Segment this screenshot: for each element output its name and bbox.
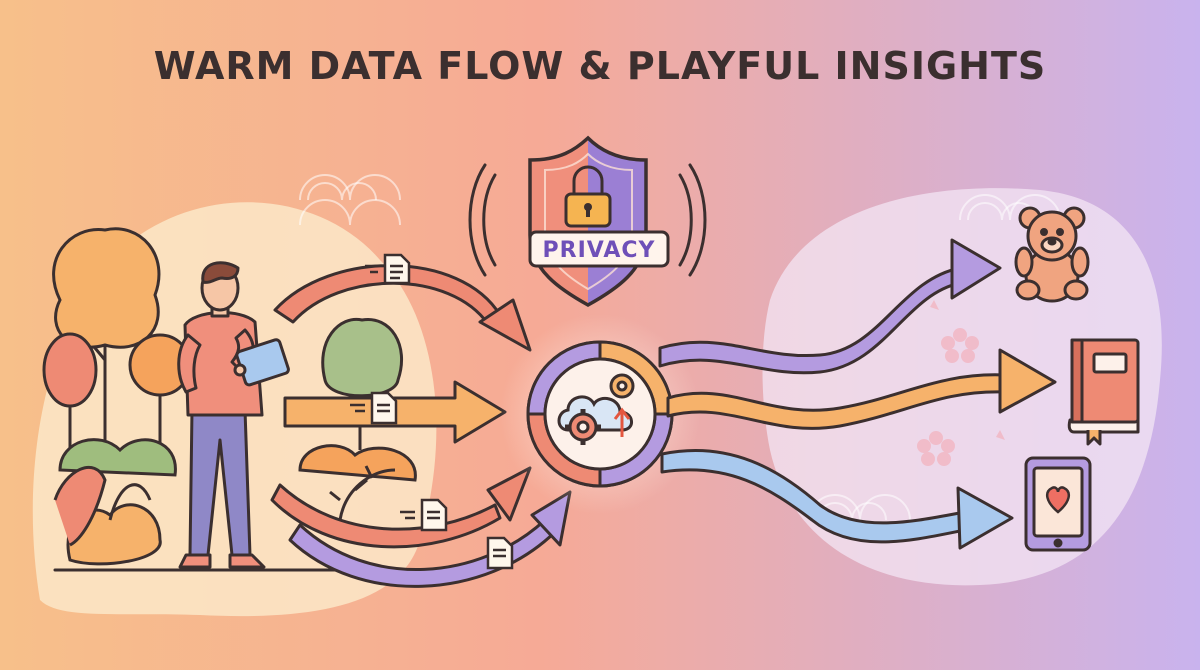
tree-green <box>321 317 404 450</box>
shrubs <box>53 438 417 566</box>
person-with-tablet-icon <box>177 261 290 569</box>
privacy-banner: PRIVACY <box>528 230 670 268</box>
input-arrow-coral-top <box>273 264 532 352</box>
output-flow-lavender <box>658 238 1002 375</box>
document-icon <box>350 391 398 425</box>
padlock-icon <box>564 165 612 228</box>
document-icon <box>486 536 514 570</box>
book-icon <box>1067 338 1140 446</box>
privacy-label: PRIVACY <box>543 238 656 263</box>
teddy-bear-icon <box>1014 206 1090 303</box>
document-icon <box>400 498 448 532</box>
tablet-heart-icon <box>1024 456 1092 552</box>
tree-coral <box>42 332 98 460</box>
cloud-gears-hub-icon <box>526 340 674 488</box>
page-title: WARM DATA FLOW & PLAYFUL INSIGHTS <box>153 44 1047 88</box>
input-arrow-coral-low <box>270 466 532 549</box>
flower-decoration <box>917 300 1005 466</box>
output-flow-orange <box>666 348 1057 430</box>
document-icon <box>365 253 411 285</box>
wave-pattern-left <box>299 174 401 226</box>
output-flow-blue <box>660 449 1014 550</box>
